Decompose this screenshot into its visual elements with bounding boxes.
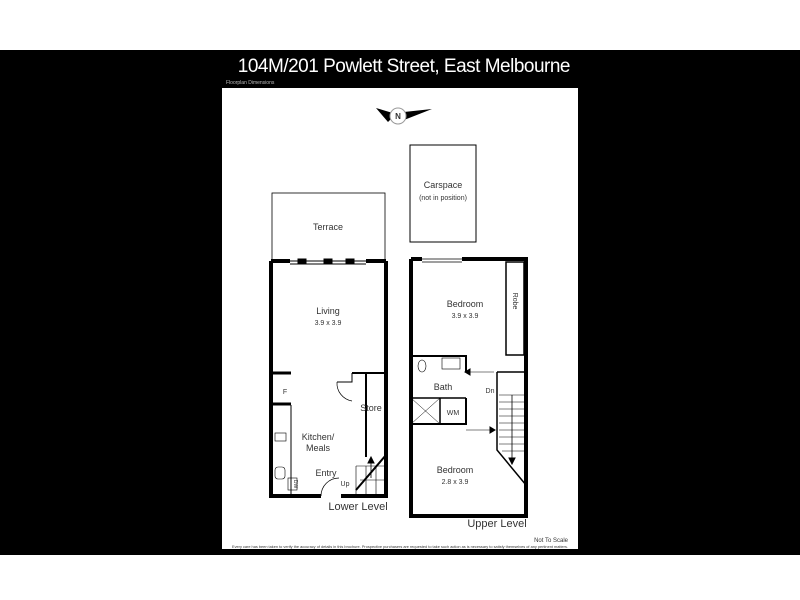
living-size: 3.9 x 3.9 xyxy=(315,320,342,327)
not-to-scale-label: Not To Scale xyxy=(534,538,569,544)
compass-label: N xyxy=(395,112,401,121)
dishwasher-label: DW xyxy=(292,480,298,489)
carspace-label: Carspace xyxy=(424,180,463,190)
wm-label: WM xyxy=(447,410,460,417)
carspace-note: (not in position) xyxy=(419,195,467,202)
bedroom-1-size: 3.9 x 3.9 xyxy=(452,313,479,320)
disclaimer-text: Every care has been taken to verify the … xyxy=(232,545,568,549)
upper-level-label: Upper Level xyxy=(467,518,526,530)
bedroom-1-label: Bedroom xyxy=(447,299,484,309)
entry-label: Entry xyxy=(315,468,337,478)
robe-label: Robe xyxy=(511,293,518,310)
up-label: Up xyxy=(341,481,350,488)
bedroom-2-label: Bedroom xyxy=(437,465,474,475)
bath-label: Bath xyxy=(434,382,453,392)
property-title: 104M/201 Powlett Street, East Melbourne xyxy=(237,56,571,77)
bedroom-2-size: 2.8 x 3.9 xyxy=(442,479,469,486)
terrace-label: Terrace xyxy=(313,222,343,232)
compass-icon: N xyxy=(376,107,432,125)
carspace-outline xyxy=(409,144,477,243)
lower-level-label: Lower Level xyxy=(328,501,387,513)
down-label: Dn xyxy=(486,388,495,395)
living-label: Living xyxy=(316,306,340,316)
kitchen-label-2: Meals xyxy=(306,443,331,453)
floorplan-sheet xyxy=(222,88,578,549)
store-label: Store xyxy=(360,403,382,413)
fridge-label: F xyxy=(283,389,287,396)
lower-level-walls xyxy=(269,258,388,498)
upper-level-walls xyxy=(409,257,528,518)
kitchen-label-1: Kitchen/ xyxy=(302,432,335,442)
floorplan-dimensions-label: Floorplan Dimensions xyxy=(226,80,275,86)
